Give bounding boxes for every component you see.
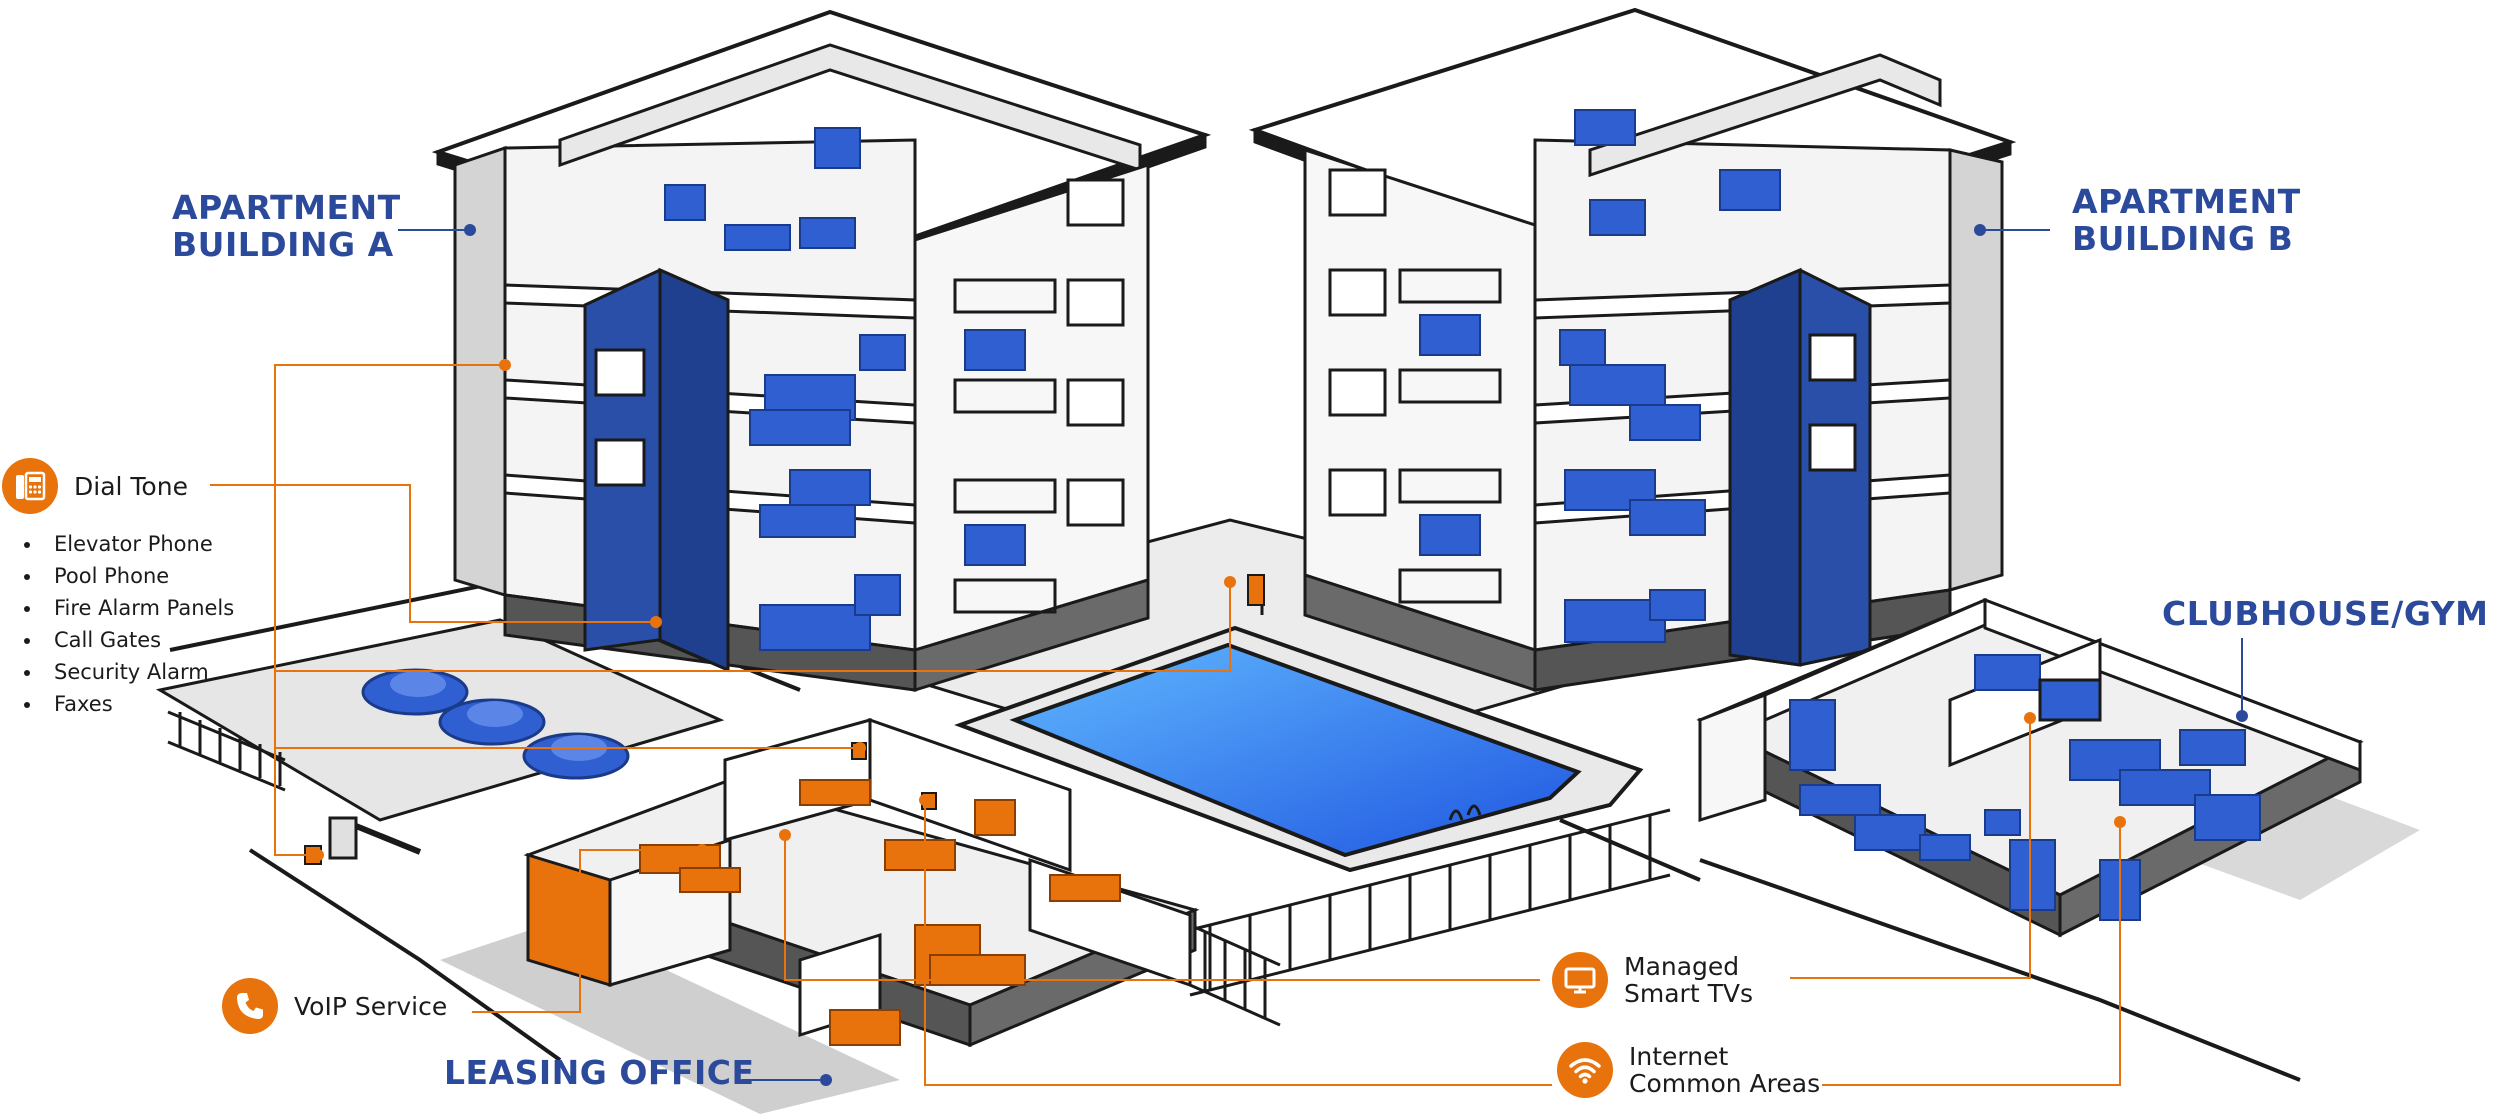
list-item: Call Gates [22, 624, 234, 656]
voip-title: VoIP Service [294, 991, 448, 1021]
swimming-pool [954, 625, 1644, 873]
internet-line2: Common Areas [1629, 1069, 1821, 1098]
leader-lines [210, 224, 2248, 1086]
label-building-a-line1: APARTMENT [172, 188, 401, 227]
dial-tone-list: Elevator Phone Pool Phone Fire Alarm Pan… [22, 528, 234, 720]
label-building-a-line2: BUILDING A [172, 224, 394, 264]
furniture-building-b [1419, 109, 1781, 643]
label-leasing-office: LEASING OFFICE [444, 1053, 755, 1092]
list-item: Faxes [22, 688, 234, 720]
fence-left [167, 710, 286, 792]
smart-tvs-line1: Managed [1624, 952, 1740, 981]
label-building-b: APARTMENT BUILDING B [2072, 182, 2301, 258]
smart-tvs-line2: Smart TVs [1624, 979, 1753, 1008]
label-building-a: APARTMENT BUILDING A [172, 188, 401, 264]
dial-tone-title: Dial Tone [74, 471, 188, 501]
internet-title: Internet Common Areas [1629, 1043, 1820, 1097]
label-building-b-line2: BUILDING B [2072, 218, 2294, 258]
fence-pool [1189, 808, 1671, 997]
clubhouse-tv [2038, 678, 2102, 722]
list-item: Security Alarm [22, 656, 234, 688]
phone-handset-icon [222, 978, 278, 1034]
internet-line1: Internet [1629, 1042, 1729, 1071]
list-item: Pool Phone [22, 560, 234, 592]
balconies-b [1398, 268, 1502, 604]
car [522, 732, 630, 780]
fence-office [1189, 923, 1281, 1027]
callout-smart-tvs: Managed Smart TVs [1552, 952, 1753, 1008]
list-item: Elevator Phone [22, 528, 234, 560]
smart-tvs-title: Managed Smart TVs [1624, 953, 1753, 1007]
callout-dial-tone: Dial Tone [2, 458, 188, 514]
building-b [1248, 7, 2017, 693]
wifi-icon [1557, 1042, 1613, 1098]
tv-icon [1552, 952, 1608, 1008]
phone-keypad-icon [2, 458, 58, 514]
call-gate [304, 816, 422, 865]
callout-internet: Internet Common Areas [1557, 1042, 1820, 1098]
label-building-b-line1: APARTMENT [2072, 182, 2301, 221]
label-clubhouse: CLUBHOUSE/GYM [2162, 594, 2489, 633]
car [438, 698, 546, 746]
gym-equipment [1789, 654, 2261, 921]
building-a [431, 9, 1212, 693]
pool-phone [1247, 574, 1265, 615]
furniture-building-a [664, 127, 1026, 651]
list-item: Fire Alarm Panels [22, 592, 234, 624]
callout-voip: VoIP Service [222, 978, 447, 1034]
balconies-a [953, 278, 1057, 614]
